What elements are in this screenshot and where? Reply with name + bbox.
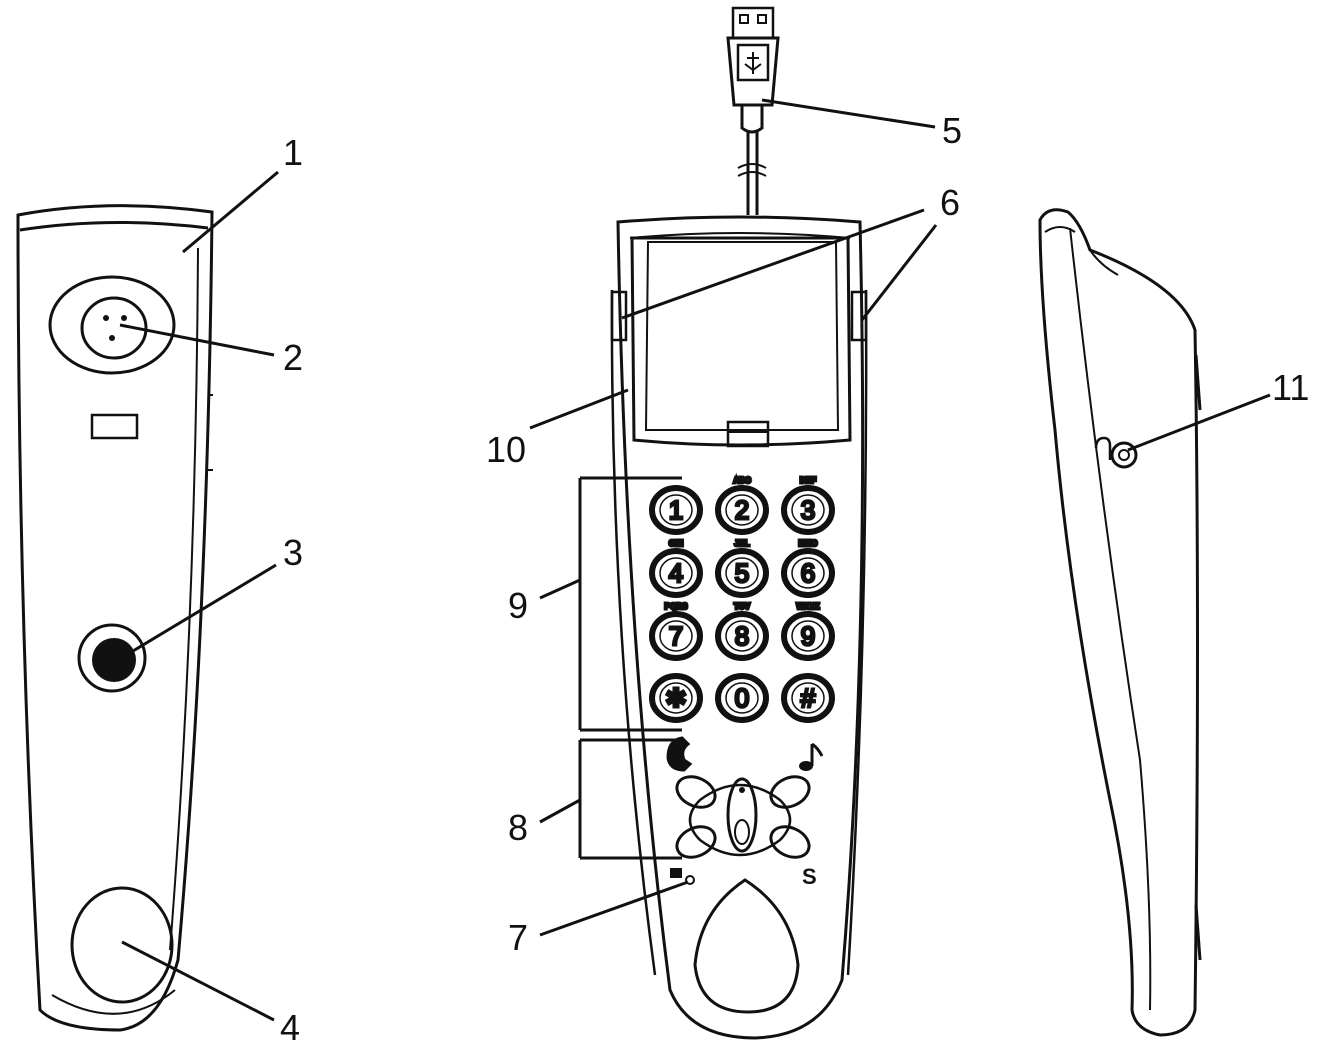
- navigation-cluster: [672, 771, 814, 863]
- headset-jack: [1110, 441, 1138, 469]
- keypad-key-label: 2: [735, 495, 749, 525]
- callout-2: 2: [283, 337, 303, 378]
- keypad-key-4[interactable]: 4 GHI: [649, 538, 703, 598]
- mute-icon: [670, 868, 682, 878]
- label-window: [90, 413, 139, 440]
- keypad-key-letters: GHI: [669, 539, 683, 548]
- cover-latch: [726, 420, 770, 448]
- keypad-key-letters: DEF: [800, 476, 816, 485]
- callout-1: 1: [283, 132, 303, 173]
- keypad: 1 2 ABC 3 DEF 4 GHI 5 JKL 6 MNO 7 PQRS 8 TUV 9 WXYZ ✱ 0 #: [649, 475, 835, 723]
- microphone-teardrop: [693, 878, 800, 1014]
- phone-handset-icon: [666, 736, 693, 772]
- keypad-key-letters: WXYZ: [796, 602, 819, 611]
- callout-6: 6: [940, 182, 960, 223]
- callout-7: 7: [508, 917, 528, 958]
- music-note-icon: [799, 742, 824, 771]
- speaker-housing: [48, 275, 176, 375]
- callout-11: 11: [1272, 367, 1309, 408]
- keypad-key-10[interactable]: ✱: [649, 673, 703, 723]
- nav-center-button[interactable]: [726, 777, 758, 853]
- keypad-key-label: 1: [669, 495, 683, 525]
- nav-up-right-button[interactable]: [766, 771, 814, 813]
- keypad-key-label: 4: [669, 558, 683, 588]
- keypad-key-3[interactable]: 3 DEF: [781, 475, 835, 535]
- speaker-grille: [80, 296, 148, 360]
- keypad-key-label: ✱: [665, 683, 687, 713]
- keypad-key-label: 8: [735, 621, 749, 651]
- keypad-key-letters: MNO: [799, 539, 818, 548]
- front-body-outline: [616, 215, 865, 1040]
- s-label: S: [802, 864, 817, 889]
- usb-cable: [746, 132, 759, 215]
- ringer-outer: [77, 623, 147, 693]
- phone-side-view: [1038, 208, 1202, 1037]
- keypad-key-5[interactable]: 5 JKL: [715, 538, 769, 598]
- keypad-key-12[interactable]: #: [781, 673, 835, 723]
- keypad-key-label: #: [801, 683, 816, 713]
- callout-5: 5: [942, 110, 962, 151]
- keypad-key-label: 0: [735, 683, 749, 713]
- callout-numbers: 1 2 3 4 5 6 7 8 9 10 11: [280, 110, 1309, 1048]
- keypad-key-8[interactable]: 8 TUV: [715, 601, 769, 661]
- callout-4: 4: [280, 1007, 300, 1048]
- display-cover: [630, 236, 852, 447]
- back-body-outline: [16, 204, 214, 1032]
- headset-jack-icon: [1094, 436, 1112, 460]
- keypad-key-label: 6: [801, 558, 815, 588]
- keypad-key-letters: ABC: [733, 476, 751, 485]
- keypad-key-1[interactable]: 1: [649, 485, 703, 535]
- callout-9: 9: [508, 585, 528, 626]
- back-side-edge: [169, 247, 199, 951]
- keypad-key-letters: JKL: [734, 539, 749, 548]
- keypad-key-label: 3: [801, 495, 815, 525]
- callout-8: 8: [508, 807, 528, 848]
- keypad-key-label: 9: [801, 621, 815, 651]
- phone-front-view: 1 2 ABC 3 DEF 4 GHI 5 JKL 6 MNO 7 PQRS 8 TUV 9 WXYZ ✱ 0 #: [610, 6, 868, 1040]
- back-top-cap: [19, 220, 209, 232]
- keypad-key-11[interactable]: 0: [715, 673, 769, 723]
- keypad-key-7[interactable]: 7 PQRS: [649, 601, 703, 661]
- ringer-inner: [92, 638, 136, 682]
- keypad-key-letters: PQRS: [665, 602, 688, 611]
- microphone-hole: [685, 875, 695, 885]
- callout-10: 10: [486, 429, 526, 470]
- microphone-recess: [70, 886, 174, 1004]
- nav-down-right-button[interactable]: [766, 821, 814, 863]
- keypad-key-2[interactable]: 2 ABC: [715, 475, 769, 535]
- keypad-key-label: 5: [735, 558, 749, 588]
- callout-3: 3: [283, 532, 303, 573]
- leader-lines: [117, 98, 1271, 1022]
- nav-down-left-button[interactable]: [672, 821, 720, 863]
- keypad-key-letters: TUV: [734, 602, 751, 611]
- nav-up-left-button[interactable]: [672, 771, 720, 813]
- phone-back-view: [16, 204, 214, 1032]
- side-body-outline: [1038, 208, 1199, 1037]
- keypad-key-9[interactable]: 9 WXYZ: [781, 601, 835, 661]
- keypad-key-6[interactable]: 6 MNO: [781, 538, 835, 598]
- usb-plug-icon: [726, 6, 780, 134]
- keypad-key-label: 7: [669, 621, 683, 651]
